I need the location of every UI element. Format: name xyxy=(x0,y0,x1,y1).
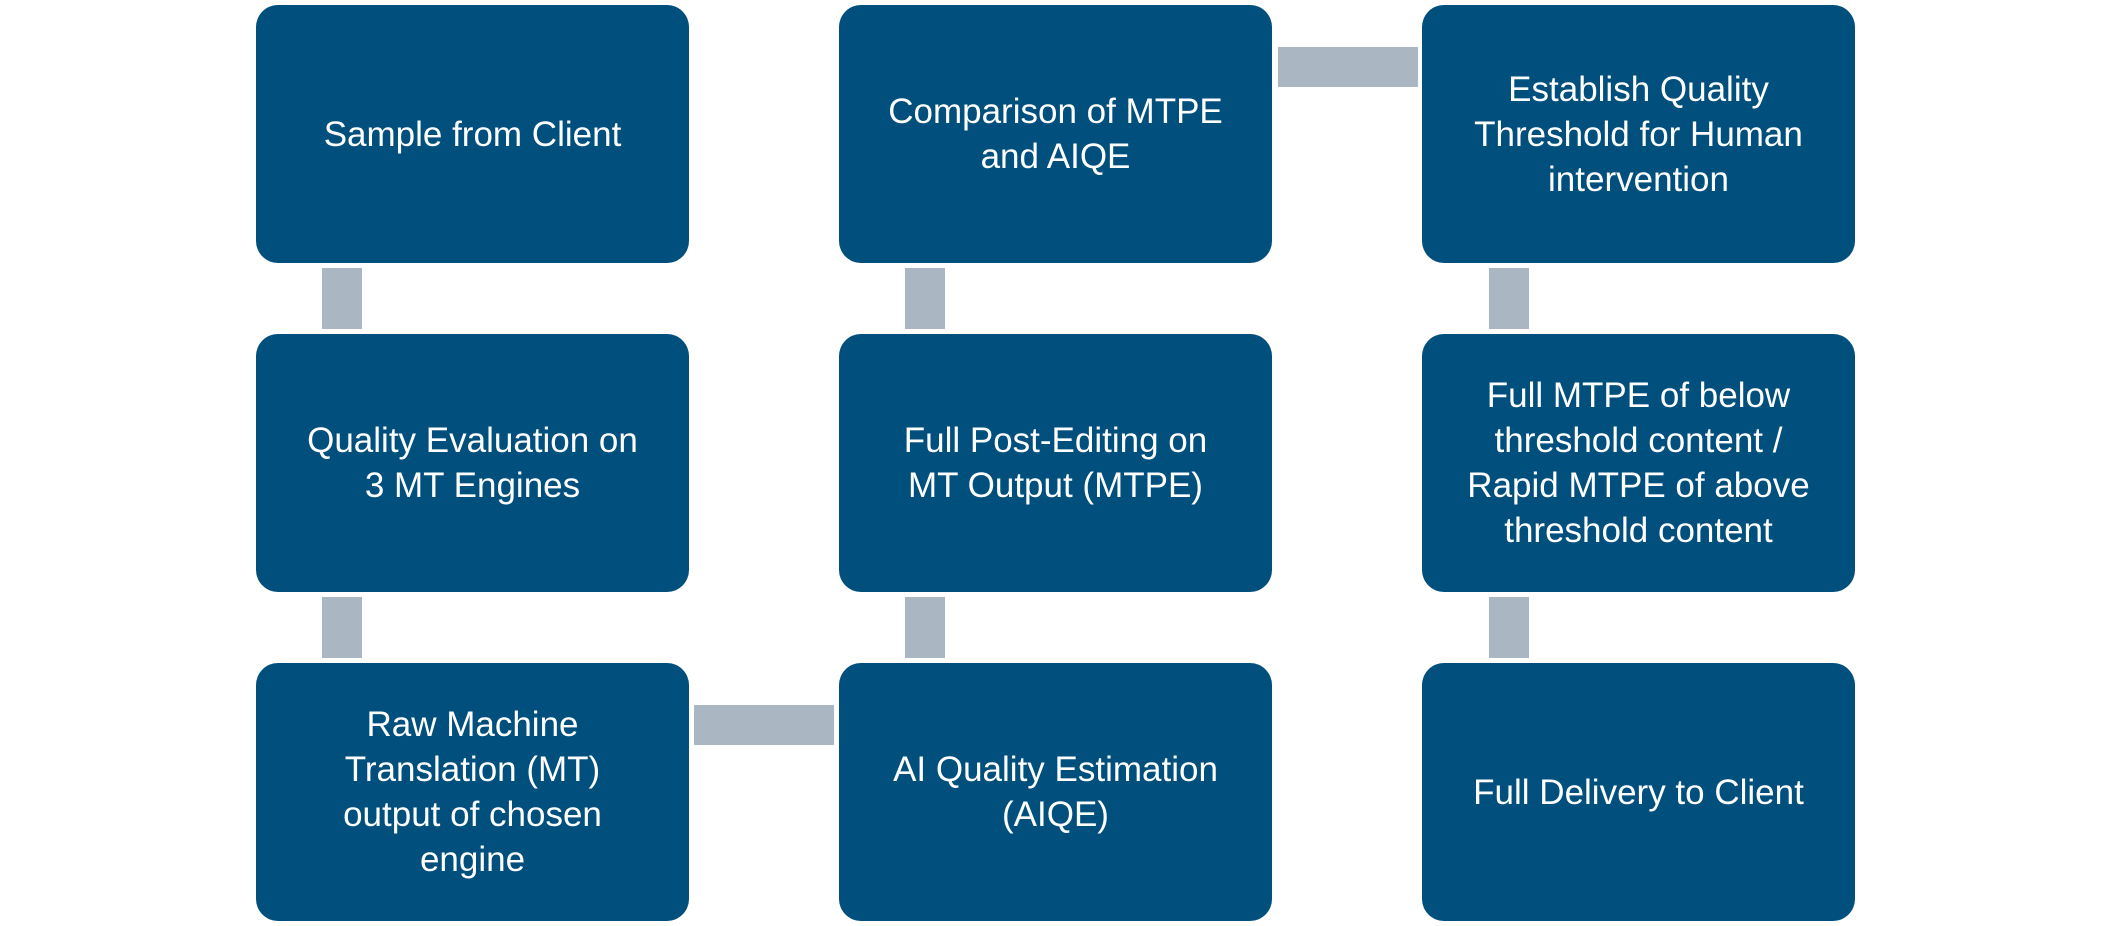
node-sample-from-client: Sample from Client xyxy=(256,5,689,263)
node-full-delivery-to-client: Full Delivery to Client xyxy=(1422,663,1855,921)
node-ai-quality-estimation: AI Quality Estimation (AIQE) xyxy=(839,663,1272,921)
node-label: Comparison of MTPE and AIQE xyxy=(888,92,1223,176)
node-full-post-editing: Full Post-Editing on MT Output (MTPE) xyxy=(839,334,1272,592)
node-label: Full Post-Editing on MT Output (MTPE) xyxy=(903,421,1208,505)
node-label: Raw Machine Translation (MT) output of c… xyxy=(343,705,602,879)
node-label: AI Quality Estimation (AIQE) xyxy=(893,750,1218,834)
node-establish-quality-threshold: Establish Quality Threshold for Human in… xyxy=(1422,5,1855,263)
node-comparison-mtpe-aiqe: Comparison of MTPE and AIQE xyxy=(839,5,1272,263)
connector-comparison-to-threshold xyxy=(1278,47,1418,87)
node-label: Full Delivery to Client xyxy=(1473,772,1804,812)
connector-threshold-to-mtpe-split xyxy=(1489,268,1529,329)
connector-aiqe-to-full-pe xyxy=(905,597,945,658)
node-label: Full MTPE of below threshold content / R… xyxy=(1467,376,1810,550)
connector-quality-eval-to-raw-mt xyxy=(322,597,362,658)
connector-raw-mt-to-aiqe xyxy=(694,705,834,745)
node-label: Quality Evaluation on 3 MT Engines xyxy=(307,421,638,505)
connector-sample-to-quality-eval xyxy=(322,268,362,329)
node-label: Sample from Client xyxy=(323,114,622,154)
connector-full-pe-to-comparison xyxy=(905,268,945,329)
node-quality-evaluation: Quality Evaluation on 3 MT Engines xyxy=(256,334,689,592)
node-full-rapid-mtpe: Full MTPE of below threshold content / R… xyxy=(1422,334,1855,592)
node-raw-machine-translation: Raw Machine Translation (MT) output of c… xyxy=(256,663,689,921)
node-label: Establish Quality Threshold for Human in… xyxy=(1474,69,1803,199)
connector-mtpe-split-to-delivery xyxy=(1489,597,1529,658)
